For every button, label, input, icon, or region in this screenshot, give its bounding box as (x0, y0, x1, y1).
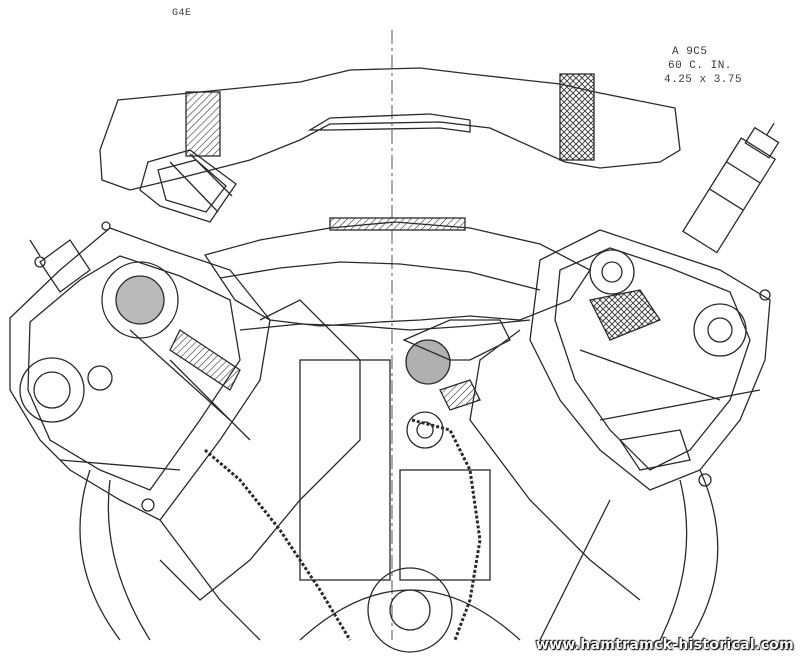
timing-chain-left (204, 448, 352, 641)
bolt (759, 289, 771, 301)
crankshaft-circle (367, 567, 453, 653)
watermark: www.hamtramck-historical.com (535, 637, 794, 653)
bolt (141, 498, 155, 512)
block-right-curve (659, 469, 719, 641)
spec-line-1: A 9C5 (672, 46, 708, 58)
valve-lifter-valley (402, 319, 511, 449)
intake-runner-lower (239, 319, 531, 331)
drawing-ref-code: G4E (172, 8, 192, 19)
filter-element-right (559, 73, 595, 161)
intake-runner-upper (219, 261, 541, 291)
air-cleaner-inner (307, 113, 471, 133)
air-cleaner-housing (99, 67, 681, 191)
spring-clip (329, 217, 466, 231)
cylinder-bank-right (469, 329, 641, 601)
crank-arc (299, 589, 521, 641)
block-left-curve (79, 469, 151, 641)
right-cylinder-head (529, 229, 771, 491)
block-panel (299, 359, 391, 581)
crankcase-outline (159, 499, 611, 641)
timing-chain-right (411, 418, 482, 641)
carburetor-assembly (139, 149, 237, 223)
crankshaft-circle-inner (389, 589, 431, 631)
bolt (101, 221, 111, 231)
filter-element-left (185, 91, 221, 157)
spec-line-3: 4.25 x 3.75 (664, 74, 743, 86)
cylinder-bank-left (159, 299, 361, 601)
spec-line-2: 60 C. IN. (668, 60, 732, 72)
distributor (682, 122, 780, 254)
block-panel-right (399, 469, 491, 581)
bolt (34, 256, 46, 268)
bolt (698, 473, 712, 487)
left-cylinder-head (9, 227, 271, 521)
